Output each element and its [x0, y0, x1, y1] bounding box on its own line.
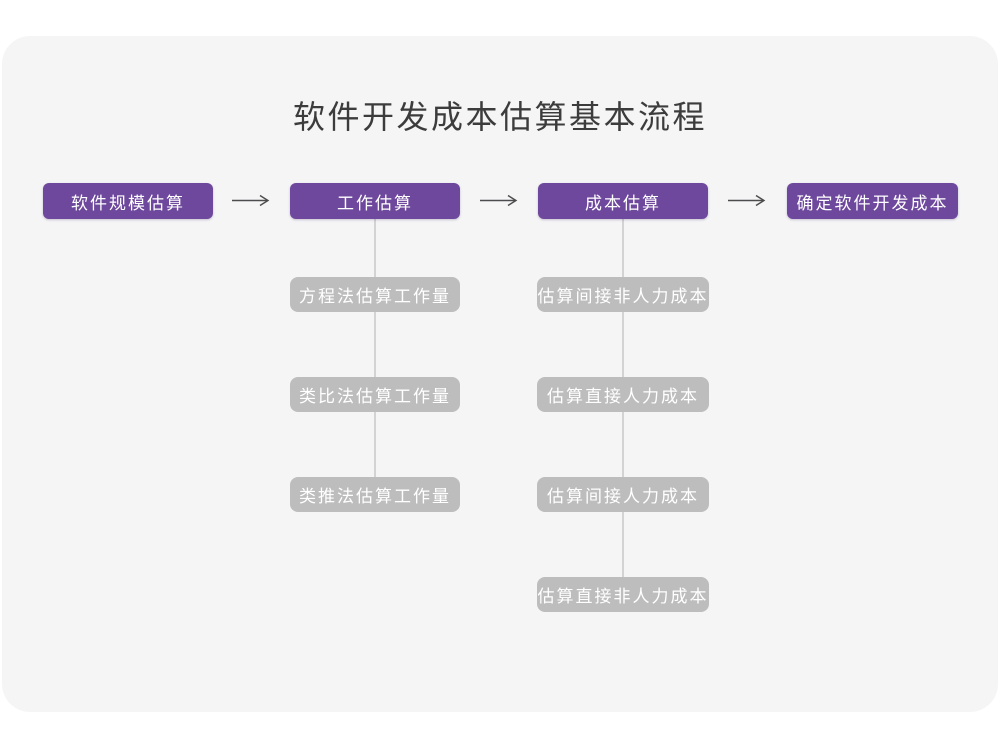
arrow-right-icon — [232, 194, 270, 207]
node-direct-nonlabor-cost: 估算直接非人力成本 — [537, 577, 709, 612]
node-work-estimation: 工作估算 — [290, 183, 460, 219]
node-direct-labor-cost: 估算直接人力成本 — [537, 377, 709, 412]
diagram-canvas: 软件开发成本估算基本流程 软件规模估算 工作估算 成本估算 确定软件开发成本 方… — [2, 36, 998, 712]
arrow-right-icon — [728, 194, 766, 207]
node-indirect-labor-cost: 估算间接人力成本 — [537, 477, 709, 512]
node-indirect-nonlabor-cost: 估算间接非人力成本 — [537, 277, 709, 312]
node-determine-development-cost: 确定软件开发成本 — [787, 183, 958, 219]
node-cost-estimation: 成本估算 — [538, 183, 708, 219]
connector-line-work-estimation — [374, 201, 376, 496]
diagram-title: 软件开发成本估算基本流程 — [292, 99, 707, 135]
node-analogy-method-workload: 类比法估算工作量 — [290, 377, 460, 412]
arrow-right-icon — [480, 194, 518, 207]
node-extrapolation-method-workload: 类推法估算工作量 — [290, 477, 460, 512]
node-equation-method-workload: 方程法估算工作量 — [290, 277, 460, 312]
node-software-scale-estimation: 软件规模估算 — [43, 183, 213, 219]
